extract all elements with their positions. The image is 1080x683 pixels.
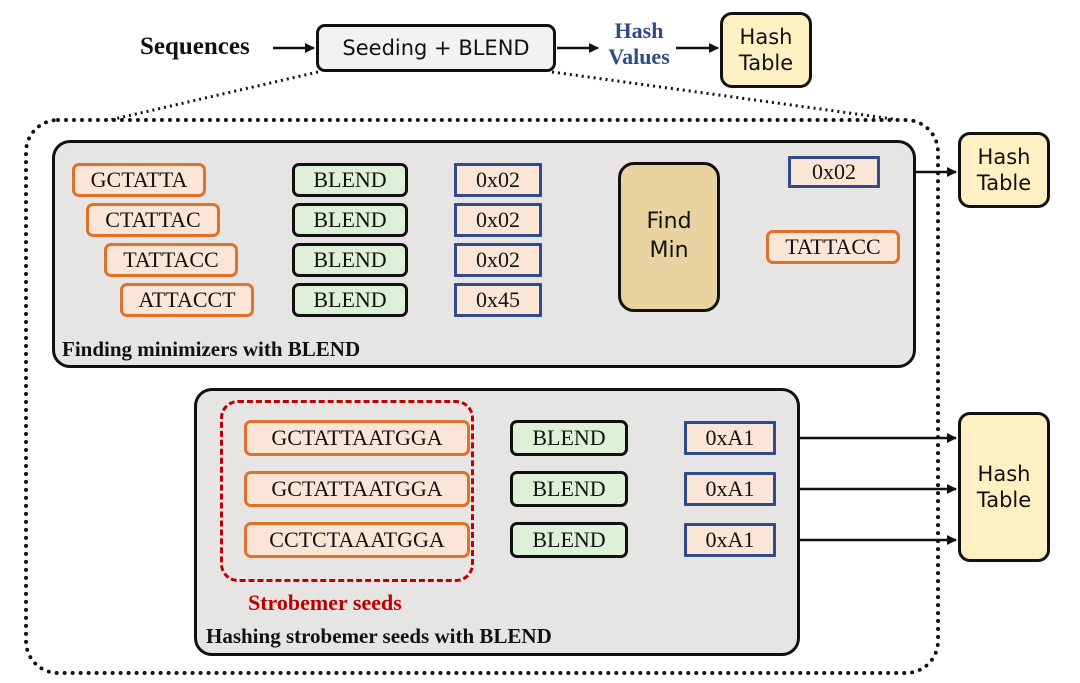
hash-values-label: Hash Values <box>600 18 678 71</box>
strobemer-hash-2: 0xA1 <box>684 472 776 506</box>
hash-table-minimizers: Hash Table <box>958 132 1050 208</box>
strobemer-blend-2: BLEND <box>510 471 628 507</box>
hash-table-minimizers-line1: Hash <box>977 144 1031 169</box>
find-min-line2: Min <box>649 238 689 263</box>
blend-box-3: BLEND <box>292 243 408 277</box>
strobemer-seed-2: GCTATTAATGGA <box>244 471 470 507</box>
strobemer-panel-title: Hashing strobemer seeds with BLEND <box>206 624 552 648</box>
zoom-line-right <box>551 70 901 122</box>
find-min-line1: Find <box>646 209 692 235</box>
hash-table-top: Hash Table <box>720 12 812 88</box>
seeding-detail-container <box>24 118 940 675</box>
strobemer-hash-1: 0xA1 <box>684 421 776 455</box>
minimizer-result-hash: 0x02 <box>788 156 880 188</box>
kmer-box-1: GCTATTA <box>72 163 206 197</box>
blend-box-4: BLEND <box>292 283 408 317</box>
strobemer-seeds-label: Strobemer seeds <box>248 590 402 615</box>
minimizer-result-kmer: TATTACC <box>766 230 900 264</box>
sequences-label: Sequences <box>140 33 250 60</box>
strobemer-seeds-group <box>220 400 474 582</box>
hash-table-top-line2: Table <box>738 51 794 75</box>
strobemer-seed-3: CCTCTAAATGGA <box>244 522 470 558</box>
kmer-box-4: ATTACCT <box>120 283 254 317</box>
hash-table-minimizers-line2: Table <box>976 171 1032 195</box>
hash-values-line2: Values <box>608 44 670 70</box>
hash-value-1: 0x02 <box>454 163 542 197</box>
blend-box-1: BLEND <box>292 163 408 197</box>
hash-table-top-line1: Hash <box>739 24 793 49</box>
strobemer-blend-1: BLEND <box>510 420 628 456</box>
kmer-box-3: TATTACC <box>104 243 238 277</box>
strobemer-hash-3: 0xA1 <box>684 523 776 557</box>
strobemer-blend-3: BLEND <box>510 522 628 558</box>
strobemer-seed-1: GCTATTAATGGA <box>244 420 470 456</box>
hash-table-strobemers-line2: Table <box>976 488 1032 512</box>
find-min-box: Find Min <box>618 162 720 312</box>
hash-value-3: 0x02 <box>454 243 542 277</box>
kmer-box-2: CTATTAC <box>86 203 220 237</box>
hash-value-2: 0x02 <box>454 203 542 237</box>
minimizer-panel-title: Finding minimizers with BLEND <box>62 337 361 361</box>
hash-value-4: 0x45 <box>454 283 542 317</box>
zoom-line-left <box>109 70 319 122</box>
seeding-blend-box: Seeding + BLEND <box>316 24 556 72</box>
seeding-blend-label: Seeding + BLEND <box>342 36 530 60</box>
hash-table-strobemers: Hash Table <box>958 412 1050 562</box>
hash-values-line1: Hash <box>614 18 664 43</box>
hash-table-strobemers-line1: Hash <box>977 461 1031 486</box>
blend-box-2: BLEND <box>292 203 408 237</box>
